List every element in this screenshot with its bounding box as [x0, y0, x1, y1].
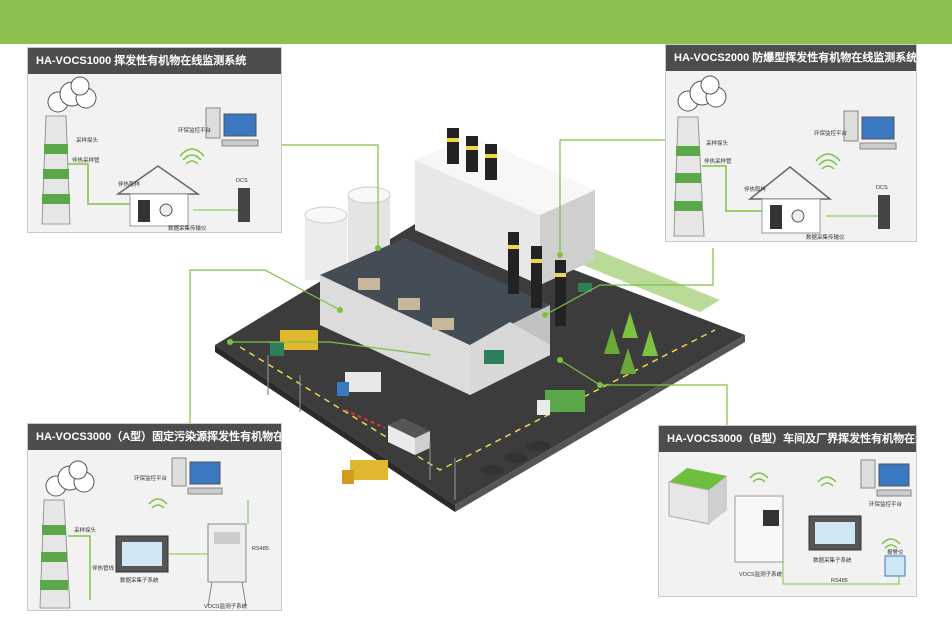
- label-data-acq: 数据采集传输仪: [806, 233, 845, 241]
- wifi-icon: [815, 153, 841, 170]
- label-sensor: 伴热取样: [118, 180, 141, 188]
- label-cabinet: VOCS监测子系统: [204, 602, 248, 610]
- wifi-icon: [179, 148, 205, 165]
- data-acquisition-icon: [115, 535, 169, 573]
- panel-title: HA-VOCS2000 防爆型挥发性有机物在线监测系统: [666, 45, 916, 71]
- label-env-platform: 环保监控平台: [178, 126, 212, 134]
- chimney-group-top: [447, 128, 497, 180]
- panel-diagram: 采样探头 伴热采样管 伴热取样 环保监控平台 DCS 数据采集传输仪: [41, 76, 259, 232]
- workshop-icon: [668, 468, 727, 525]
- warehouse: [320, 275, 470, 395]
- house-icon: [115, 165, 201, 227]
- label-dcs: DCS: [236, 178, 248, 184]
- label-sampling-pipe: 伴热采样管: [72, 156, 100, 164]
- label-data-acq: 数据采集传输仪: [168, 224, 207, 232]
- label-pipe: 伴热管线: [92, 564, 115, 572]
- gate-house: [344, 409, 430, 455]
- data-acquisition-icon: [808, 515, 862, 551]
- panel-vocs2000: HA-VOCS2000 防爆型挥发性有机物在线监测系统 采样探头 伴热采样管 伴…: [665, 44, 917, 242]
- label-data-acq: 数据采集子系统: [813, 556, 852, 564]
- computer-icon: [171, 457, 223, 495]
- monitoring-panel-icon: [734, 495, 784, 563]
- smoke-icon: [45, 460, 95, 497]
- label-sensor: 伴热取样: [744, 185, 767, 193]
- label-sampling-pipe: 伴热采样管: [704, 157, 732, 165]
- computer-icon: [205, 107, 259, 147]
- top-banner: [0, 0, 952, 44]
- panel-diagram: VOCS监测子系统 数据采集子系统 环保监控平台 报警仪 RS485: [668, 459, 912, 585]
- dcs-cabinet-icon: [238, 188, 250, 222]
- computer-icon: [843, 110, 897, 150]
- panel-diagram: 采样探头 伴热采样管 伴热取样 环保监控平台 DCS 数据采集传输仪: [673, 75, 897, 241]
- monitoring-cabinet-icon: [207, 523, 247, 607]
- chimney-icon: [673, 116, 705, 237]
- wifi-icon: [148, 498, 168, 509]
- chimney-icon: [39, 499, 71, 609]
- label-phone: 报警仪: [887, 548, 904, 556]
- label-sampling-probe: 采样探头: [74, 526, 97, 534]
- label-cabinet: VOCS监测子系统: [739, 570, 783, 578]
- label-sampling-probe: 采样探头: [76, 136, 99, 144]
- dcs-cabinet-icon: [878, 195, 890, 229]
- label-bus: RS485: [831, 578, 848, 584]
- utility-box: [578, 283, 592, 292]
- smoke-icon: [47, 76, 97, 113]
- computer-icon: [860, 459, 912, 497]
- wifi-icon: [749, 472, 901, 549]
- panel-vocs3000-b: HA-VOCS3000（B型）车间及厂界挥发性有机物在线报警监控系统 VOCS监…: [658, 425, 917, 597]
- smoke-icon: [677, 75, 727, 112]
- panel-title: HA-VOCS3000（B型）车间及厂界挥发性有机物在线报警监控系统: [659, 426, 916, 452]
- house-icon: [747, 166, 833, 234]
- panel-vocs3000-a: HA-VOCS3000（A型）固定污染源挥发性有机物在线报警监控系统 采样探头 …: [27, 423, 282, 611]
- panel-title: HA-VOCS1000 挥发性有机物在线监测系统: [28, 48, 281, 74]
- panel-vocs1000: HA-VOCS1000 挥发性有机物在线监测系统 采样探头 伴热采样管 伴热取样: [27, 47, 282, 233]
- chimney-icon: [41, 115, 71, 225]
- label-data-acq: 数据采集子系统: [120, 576, 159, 584]
- label-env-platform: 环保监控平台: [869, 500, 903, 508]
- label-sampling-probe: 采样探头: [706, 139, 729, 147]
- label-dcs: DCS: [876, 185, 888, 191]
- panel-diagram: 采样探头 伴热管线 数据采集子系统 环保监控平台 VOCS监测子系统 RS485: [39, 457, 269, 610]
- label-env-platform: 环保监控平台: [814, 129, 848, 137]
- label-bus: RS485: [252, 546, 269, 552]
- alarm-device-icon: [884, 555, 906, 577]
- coal-carts: [480, 441, 550, 475]
- label-env-platform: 环保监控平台: [134, 474, 168, 482]
- panel-title: HA-VOCS3000（A型）固定污染源挥发性有机物在线报警监控系统: [28, 424, 281, 450]
